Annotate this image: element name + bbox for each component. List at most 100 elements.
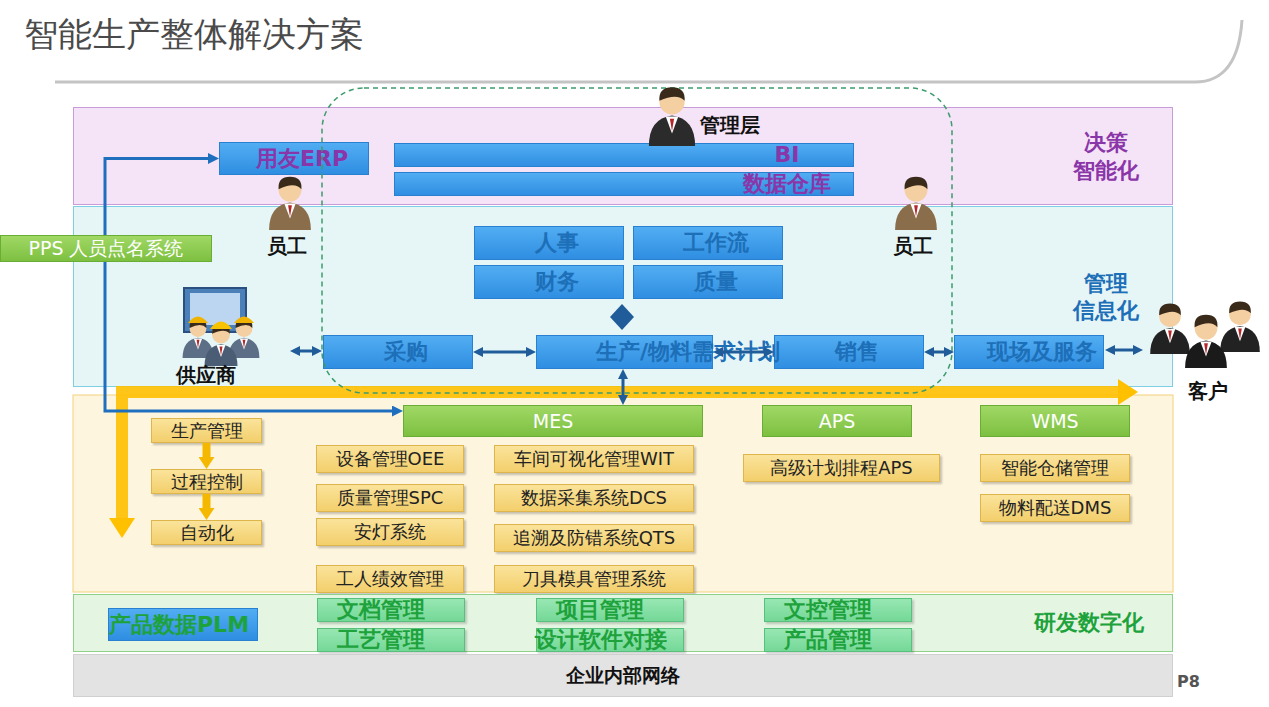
node-label: WMS: [1031, 410, 1078, 432]
node-label: 工人绩效管理: [336, 567, 444, 591]
node-label: 质量: [666, 268, 766, 296]
system-header: APS: [762, 405, 912, 437]
node-label: 采购: [356, 338, 456, 366]
connector-arrow: [203, 443, 211, 457]
actor-label: 员工: [893, 233, 933, 260]
node-label: 设备管理OEE: [336, 447, 445, 471]
module-box: 设备管理OEE: [316, 445, 464, 473]
system-box: 产品数据PLM: [108, 608, 258, 641]
system-bar: 数据仓库: [394, 172, 854, 196]
stage-box: 过程控制: [151, 469, 262, 494]
actor-label: 供应商: [176, 362, 236, 389]
node-label: BI: [737, 141, 837, 169]
connector-arrow: [622, 379, 625, 395]
node-label: MES: [533, 410, 573, 432]
node-label: 产品数据PLM: [109, 611, 239, 639]
module-box: 数据采集系统DCS: [494, 484, 694, 512]
node-label: 刀具模具管理系统: [522, 567, 666, 591]
module-box: 项目管理: [536, 598, 684, 622]
process-box: 采购: [323, 335, 473, 369]
connector-arrow: [105, 262, 392, 411]
node-label: 用友ERP: [252, 145, 352, 173]
customer-arrow: [1115, 349, 1133, 352]
node-label: 决策 智能化: [1056, 129, 1156, 184]
module-box: 追溯及防错系统QTS: [494, 524, 694, 552]
module-box: 智能仓储管理: [980, 454, 1130, 482]
module-box: 工人绩效管理: [316, 565, 464, 593]
module-box: 产品管理: [764, 628, 912, 652]
supplier-icon: [183, 288, 260, 366]
module-box: 财务: [474, 265, 624, 299]
actor-label: 客户: [1188, 378, 1228, 405]
manager-icon: [649, 87, 695, 146]
employee-icon: [269, 177, 311, 230]
stage-box: 自动化: [151, 520, 262, 545]
production-band: [73, 395, 1173, 592]
node-label: 销售: [807, 338, 907, 366]
module-box: 人事: [474, 226, 624, 260]
flow-arrowhead: [109, 518, 135, 538]
module-box: 物料配送DMS: [980, 494, 1130, 522]
node-label: 自动化: [180, 521, 234, 545]
decision-band: 决策 智能化 用友ERP BI数据仓库: [73, 107, 1173, 205]
module-box: 质量: [633, 265, 783, 299]
node-label: 产品管理: [763, 626, 893, 654]
customer-icon: [1150, 302, 1260, 368]
flow-arrowhead: [1118, 379, 1138, 405]
module-box: 工艺管理: [317, 628, 465, 652]
connector-arrow: [105, 159, 208, 236]
stage-box: 生产管理: [151, 418, 262, 443]
process-box: 生产/物料需求计划: [536, 335, 713, 369]
node-label: 物料配送DMS: [999, 496, 1112, 520]
system-header: WMS: [980, 405, 1130, 437]
flow-arrow: [122, 392, 1118, 518]
process-box: 销售: [774, 335, 924, 369]
module-box: 文控管理: [764, 598, 912, 622]
node-label: 质量管理SPC: [337, 486, 444, 510]
network-band: 企业内部网络: [73, 654, 1173, 697]
page-title: 智能生产整体解决方案: [24, 12, 364, 58]
node-label: 人事: [507, 229, 607, 257]
node-label: 车间可视化管理WIT: [514, 447, 674, 471]
connector-arrow: [203, 494, 211, 508]
page-number: P8: [1177, 672, 1200, 691]
node-label: APS: [819, 410, 856, 432]
module-box: 车间可视化管理WIT: [494, 445, 694, 473]
management-band: 管理 信息化 人事工作流财务 质量采购 生产/物料需求计划 销售 现场及服务: [73, 206, 1173, 387]
module-box: 文档管理: [317, 598, 465, 622]
dashed-boundary: [322, 88, 952, 393]
rnd-band: 研发数字化 产品数据PLM 文档管理 项目管理 文控管理工艺管理 设计软件对接 产品管理: [73, 594, 1173, 652]
system-bar: BI: [394, 143, 854, 167]
node-label: 智能仓储管理: [1001, 456, 1109, 480]
connector-arrow: [934, 351, 944, 354]
node-label: 工艺管理: [316, 626, 446, 654]
node-label: 生产管理: [171, 419, 243, 443]
system-box: PPS 人员点名系统: [0, 235, 212, 262]
module-box: 安灯系统: [316, 518, 464, 546]
module-box: 质量管理SPC: [316, 484, 464, 512]
node-label: 文档管理: [316, 596, 446, 624]
node-label: 研发数字化: [1024, 609, 1154, 637]
system-box: 用友ERP: [219, 142, 369, 175]
node-label: 设计软件对接: [535, 626, 665, 654]
node-label: 管理 信息化: [1056, 269, 1156, 324]
node-label: PPS 人员点名系统: [28, 236, 183, 262]
actor-label: 员工: [267, 233, 307, 260]
employee-icon: [895, 177, 937, 230]
node-label: 数据采集系统DCS: [521, 486, 667, 510]
node-label: 生产/物料需求计划: [596, 338, 696, 366]
node-label: 文控管理: [763, 596, 893, 624]
link-diamond: [610, 304, 634, 330]
node-label: 现场及服务: [987, 338, 1087, 366]
module-box: 工作流: [633, 226, 783, 260]
node-label: 企业内部网络: [566, 663, 680, 689]
module-box: 高级计划排程APS: [743, 454, 940, 482]
node-label: 过程控制: [171, 470, 243, 494]
node-label: 项目管理: [535, 596, 665, 624]
module-box: 刀具模具管理系统: [494, 565, 694, 593]
node-label: 高级计划排程APS: [770, 456, 913, 480]
node-label: 数据仓库: [737, 170, 837, 198]
module-box: 设计软件对接: [536, 628, 684, 652]
supplier-arrow: [300, 350, 312, 353]
